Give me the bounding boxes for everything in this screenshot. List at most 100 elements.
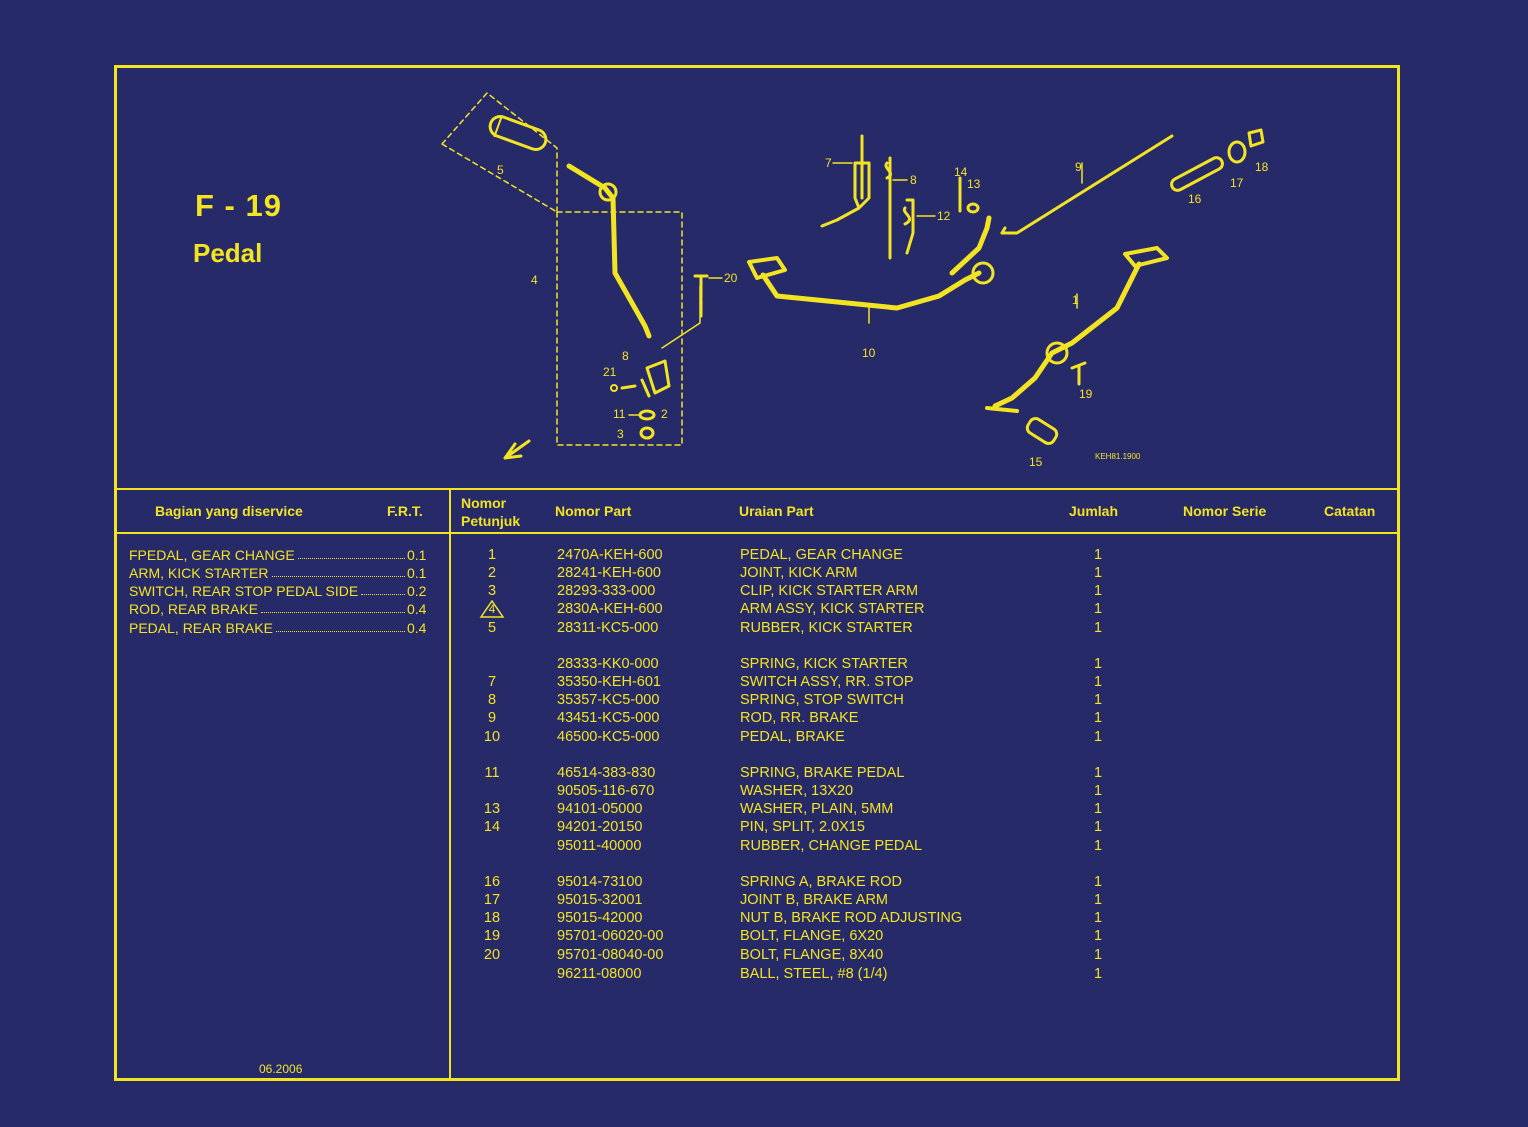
- header-service: Bagian yang diservice: [155, 503, 303, 519]
- ref-number: 19: [483, 928, 501, 944]
- header-description: Uraian Part: [739, 503, 814, 519]
- figure-title: Pedal: [193, 238, 263, 268]
- brake-rod-part: [1000, 134, 1174, 235]
- ref-number: 14: [483, 819, 501, 835]
- part-number: 28241-KEH-600: [557, 565, 661, 581]
- washer-12-part: [638, 409, 656, 421]
- callout-12: 11: [613, 407, 626, 421]
- part-quantity: 1: [1093, 656, 1103, 672]
- washer-13-part: [966, 202, 980, 214]
- bolt-19-part: [1070, 361, 1087, 386]
- part-description: ROD, RR. BRAKE: [740, 710, 859, 726]
- stop-switch-part: [820, 134, 871, 228]
- part-quantity: 1: [1093, 565, 1103, 581]
- part-quantity: 1: [1093, 892, 1103, 908]
- callout-20: 20: [724, 271, 738, 285]
- part-number: 95015-42000: [557, 910, 643, 926]
- brake-nut-part: [1247, 128, 1265, 148]
- ref-number: 7: [487, 674, 497, 690]
- ref-number: 16: [483, 874, 501, 890]
- drawing-code: KEH81.1900: [1095, 452, 1141, 461]
- part-quantity: 1: [1093, 874, 1103, 890]
- callout-21: 21: [603, 365, 617, 379]
- part-quantity: 1: [1093, 838, 1103, 854]
- kick-joint-part: [640, 359, 671, 398]
- orientation-arrow: [503, 439, 531, 460]
- ref-number: 20: [483, 947, 501, 963]
- ref-number: 8: [487, 692, 497, 708]
- exploded-parts-diagram: 5 4 20 8 21 2 11 3 7 8 12 14 13 9 10 16 …: [441, 92, 1269, 469]
- callout-8: 8: [622, 349, 629, 363]
- part-quantity: 1: [1093, 620, 1103, 636]
- part-quantity: 1: [1093, 583, 1103, 599]
- part-description: RUBBER, KICK STARTER: [740, 620, 913, 636]
- part-quantity: 1: [1093, 910, 1103, 926]
- part-number: 95011-40000: [557, 838, 642, 854]
- part-number: 95701-06020-00: [557, 928, 664, 944]
- header-notes: Catatan: [1324, 503, 1376, 519]
- part-description: PEDAL, GEAR CHANGE: [740, 547, 903, 563]
- part-description: BALL, STEEL, #8 (1/4): [740, 966, 888, 982]
- callout-10: 10: [862, 346, 876, 360]
- part-description: PEDAL, BRAKE: [740, 729, 845, 745]
- callout-19: 19: [1079, 387, 1093, 401]
- callout-2: 2: [661, 407, 668, 421]
- brake-rod-spring-part: [1170, 156, 1224, 192]
- header-frt: F.R.T.: [387, 503, 423, 519]
- callout-4: 4: [531, 273, 538, 287]
- ref-number: 17: [483, 892, 501, 908]
- parts-sheet: F - 19 Pedal: [114, 65, 1400, 1081]
- callout-3: 3: [617, 427, 624, 441]
- clip-3-part: [639, 426, 655, 440]
- ref-number: 18: [483, 910, 501, 926]
- callout-1: 1: [1072, 293, 1079, 307]
- callout-9: 9: [1075, 160, 1082, 174]
- part-description: RUBBER, CHANGE PEDAL: [740, 838, 923, 854]
- part-number: 43451-KC5-000: [557, 710, 660, 726]
- callout-16: 16: [1188, 192, 1202, 206]
- callout-7: 7: [825, 156, 832, 170]
- column-divider: [449, 488, 451, 1078]
- part-quantity: 1: [1093, 601, 1103, 617]
- part-number: 95014-73100: [557, 874, 643, 890]
- part-number: 95701-08040-00: [557, 947, 664, 963]
- part-quantity: 1: [1093, 547, 1103, 563]
- part-description: SPRING, BRAKE PEDAL: [740, 765, 905, 781]
- callout-14: 14: [954, 165, 968, 179]
- part-description: SWITCH ASSY, RR. STOP: [740, 674, 914, 690]
- part-description: WASHER, PLAIN, 5MM: [740, 801, 894, 817]
- part-number: 94101-05000: [557, 801, 643, 817]
- part-number: 28293-333-000: [557, 583, 656, 599]
- header-ref-1: Nomor: [461, 495, 507, 511]
- ref-number: 2: [487, 565, 497, 581]
- part-description: WASHER, 13X20: [740, 783, 854, 799]
- rear-brake-pedal-part: [747, 215, 995, 324]
- part-quantity: 1: [1093, 783, 1103, 799]
- callout-17: 17: [1230, 176, 1244, 190]
- part-number: 94201-20150: [557, 819, 643, 835]
- part-description: SPRING A, BRAKE ROD: [740, 874, 902, 890]
- callout-15: 15: [1029, 455, 1043, 469]
- ref-number: 13: [483, 801, 501, 817]
- part-description: NUT B, BRAKE ROD ADJUSTING: [740, 910, 963, 926]
- part-number: 28333-KK0-000: [557, 656, 659, 672]
- header-qty: Jumlah: [1069, 503, 1119, 519]
- change-rubber-part: [1025, 417, 1059, 445]
- callout-5: 5: [497, 163, 504, 177]
- callout-13: 13: [967, 177, 981, 191]
- ref-number: 4: [477, 600, 507, 618]
- callout-18: 18: [1255, 160, 1269, 174]
- ref-number: 10: [483, 729, 501, 745]
- part-number: 95015-32001: [557, 892, 643, 908]
- ref-number: 1: [487, 547, 497, 563]
- part-description: SPRING, STOP SWITCH: [740, 692, 904, 708]
- part-number: 46500-KC5-000: [557, 729, 660, 745]
- part-quantity: 1: [1093, 819, 1103, 835]
- part-description: JOINT B, BRAKE ARM: [740, 892, 888, 908]
- header-ref-2: Petunjuk: [461, 513, 521, 529]
- part-quantity: 1: [1093, 928, 1103, 944]
- callout-11: 12: [937, 209, 951, 223]
